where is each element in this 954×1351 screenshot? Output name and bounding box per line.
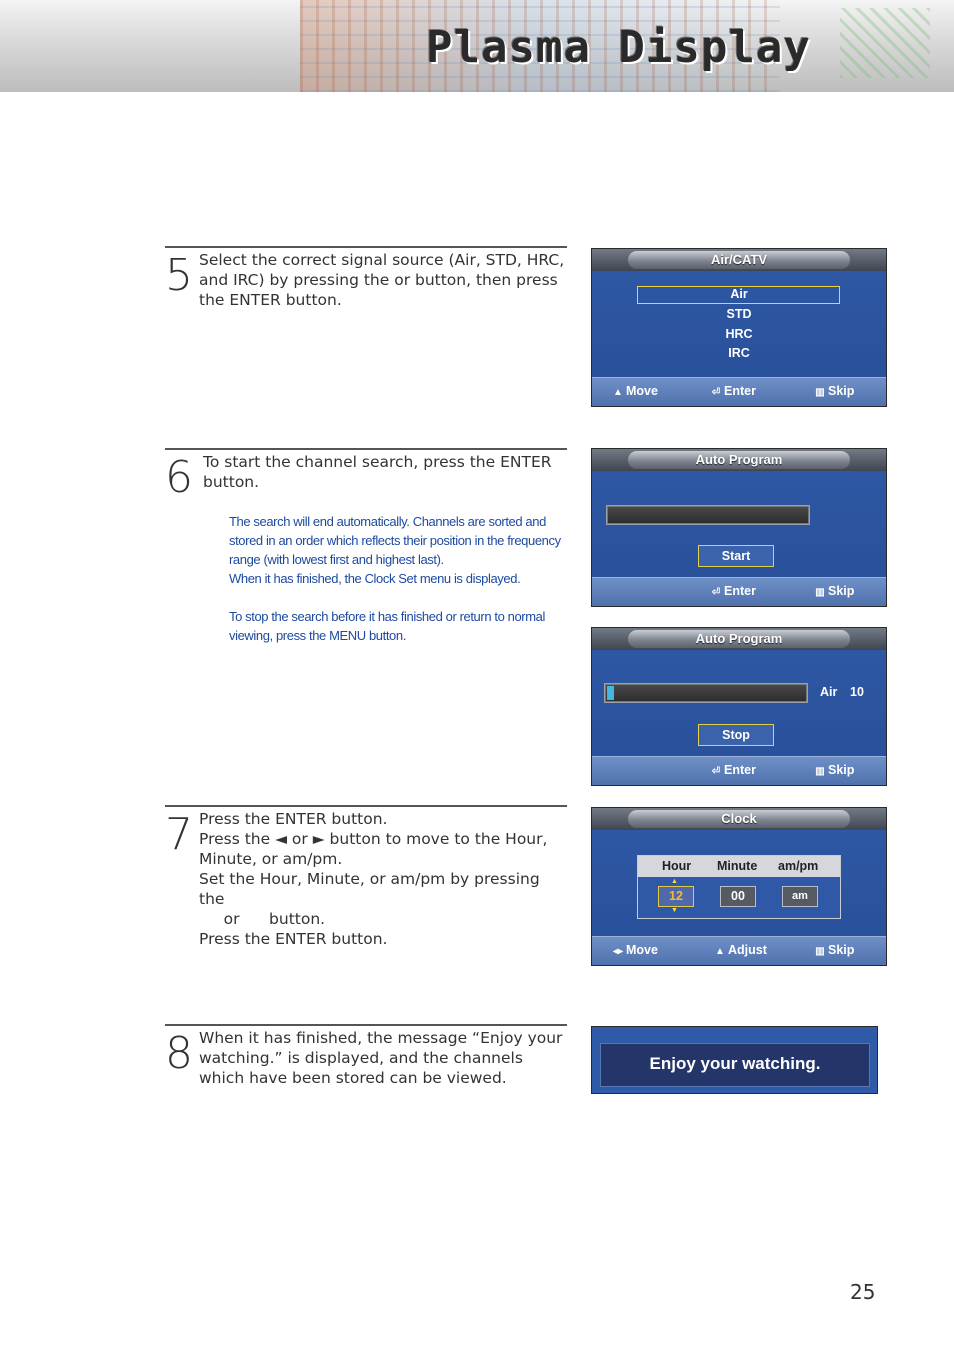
footer-skip: Skip bbox=[828, 384, 855, 398]
osd-titlebar: Air/CATV bbox=[592, 249, 886, 271]
osd-footer: ◂▸Move ▲Adjust ▥Skip bbox=[592, 936, 886, 965]
option-hrc[interactable]: HRC bbox=[725, 327, 753, 341]
enter-icon: ⏎ bbox=[711, 766, 721, 777]
step-line: Set the Hour, Minute, or am/pm by pressi… bbox=[199, 870, 540, 908]
osd-footer: ⏎Enter ▥Skip bbox=[592, 577, 886, 606]
hour-header: Hour bbox=[662, 859, 692, 873]
enjoy-message-text: Enjoy your watching. bbox=[649, 1054, 821, 1073]
osd-title: Clock bbox=[721, 811, 757, 826]
step-number: 5 bbox=[165, 250, 193, 301]
stop-button[interactable]: Stop bbox=[698, 724, 774, 746]
step-note: The search will end automatically. Chann… bbox=[229, 512, 569, 645]
progress-fill bbox=[607, 686, 614, 700]
footer-skip: Skip bbox=[828, 943, 855, 957]
clock-set-panel: Hour Minute am/pm ▲ 12 ▼ 00 am bbox=[637, 855, 841, 919]
leftright-arrows-icon: ◂▸ bbox=[612, 946, 624, 957]
footer-skip: Skip bbox=[828, 763, 855, 777]
selection-highlight bbox=[637, 286, 840, 304]
step-line: Select the correct signal source (Air, S… bbox=[199, 251, 565, 309]
enter-icon: ⏎ bbox=[711, 587, 721, 598]
step-8: 8 When it has finished, the message “Enj… bbox=[165, 1024, 567, 1087]
enter-icon: ⏎ bbox=[711, 387, 721, 398]
osd-titlebar: Auto Program bbox=[592, 628, 886, 650]
step-6: 6 To start the channel search, press the… bbox=[165, 448, 567, 643]
footer-move: Move bbox=[626, 943, 658, 957]
step-line: When it has finished, the message “Enjoy… bbox=[199, 1029, 563, 1087]
footer-skip: Skip bbox=[828, 584, 855, 598]
header-banner: Plasma Display bbox=[0, 0, 954, 92]
osd-auto-program-stop: Auto Program Air 10 Stop ⏎Enter ▥Skip bbox=[591, 627, 887, 786]
osd-auto-program-start: Auto Program Start ⏎Enter ▥Skip bbox=[591, 448, 887, 607]
updown-arrows-icon: ▲ bbox=[715, 946, 725, 957]
osd-title: Auto Program bbox=[695, 631, 783, 646]
step-line: or button. bbox=[199, 910, 326, 928]
menu-skip-icon: ▥ bbox=[815, 587, 825, 598]
footer-enter: Enter bbox=[724, 384, 756, 398]
circuit-graphic bbox=[300, 0, 780, 92]
step-7: 7 Press the ENTER button. Press the ◄ or… bbox=[165, 805, 567, 948]
step-text: To start the channel search, press the E… bbox=[203, 452, 571, 645]
menu-skip-icon: ▥ bbox=[815, 387, 825, 398]
search-progress-bar bbox=[604, 683, 808, 703]
menu-skip-icon: ▥ bbox=[815, 766, 825, 777]
step-text: Select the correct signal source (Air, S… bbox=[199, 250, 567, 310]
osd-titlebar: Clock bbox=[592, 808, 886, 830]
footer-move: Move bbox=[626, 384, 658, 398]
message-box: Enjoy your watching. bbox=[600, 1043, 870, 1087]
decorative-pattern bbox=[840, 8, 930, 78]
up-arrow-icon: ▲ bbox=[671, 878, 678, 885]
step-text: Press the ENTER button. Press the ◄ or ►… bbox=[199, 809, 567, 949]
footer-adjust: Adjust bbox=[728, 943, 767, 957]
clock-headers: Hour Minute am/pm bbox=[638, 856, 840, 877]
start-button[interactable]: Start bbox=[698, 545, 774, 567]
note-line: When it has finished, the Clock Set menu… bbox=[229, 571, 521, 586]
page-title: Plasma Display bbox=[426, 22, 811, 73]
option-air[interactable]: Air bbox=[730, 287, 748, 301]
updown-arrows-icon: ▲ bbox=[613, 387, 623, 398]
step-number: 8 bbox=[165, 1028, 193, 1079]
ampm-field[interactable]: am bbox=[782, 886, 818, 907]
menu-skip-icon: ▥ bbox=[815, 946, 825, 957]
osd-clock: Clock Hour Minute am/pm ▲ 12 ▼ 00 am ◂▸M… bbox=[591, 807, 887, 966]
osd-enjoy-message: Enjoy your watching. bbox=[591, 1026, 878, 1094]
step-text: When it has finished, the message “Enjoy… bbox=[199, 1028, 567, 1088]
footer-enter: Enter bbox=[724, 584, 756, 598]
note-line: The search will end automatically. Chann… bbox=[229, 514, 561, 567]
step-line: To start the channel search, press the E… bbox=[203, 453, 552, 491]
osd-footer: ⏎Enter ▥Skip bbox=[592, 756, 886, 785]
minute-field[interactable]: 00 bbox=[720, 886, 756, 907]
option-irc[interactable]: IRC bbox=[728, 346, 750, 360]
osd-title: Air/CATV bbox=[710, 252, 768, 267]
channel-number-readout: 10 bbox=[850, 685, 864, 699]
osd-air-catv: Air/CATV Air STD HRC IRC ▲Move ⏎Enter ▥S… bbox=[591, 248, 887, 407]
note-line: To stop the search before it has finishe… bbox=[229, 609, 545, 643]
step-number: 6 bbox=[165, 452, 193, 503]
option-std[interactable]: STD bbox=[726, 307, 752, 321]
osd-title: Auto Program bbox=[695, 452, 783, 467]
osd-titlebar: Auto Program bbox=[592, 449, 886, 471]
ampm-header: am/pm bbox=[778, 859, 819, 873]
down-arrow-icon: ▼ bbox=[671, 907, 678, 914]
step-line: Press the ENTER button. bbox=[199, 810, 388, 828]
page-number: 25 bbox=[850, 1280, 876, 1304]
osd-footer: ▲Move ⏎Enter ▥Skip bbox=[592, 377, 886, 406]
step-line: Press the ENTER button. bbox=[199, 930, 388, 948]
step-number: 7 bbox=[165, 809, 193, 860]
step-5: 5 Select the correct signal source (Air,… bbox=[165, 246, 567, 309]
signal-source-readout: Air bbox=[820, 685, 838, 699]
search-progress-bar bbox=[606, 505, 810, 525]
step-line: Press the ◄ or ► button to move to the H… bbox=[199, 830, 548, 868]
hour-field[interactable]: 12 bbox=[658, 886, 694, 907]
minute-header: Minute bbox=[717, 859, 758, 873]
footer-enter: Enter bbox=[724, 763, 756, 777]
